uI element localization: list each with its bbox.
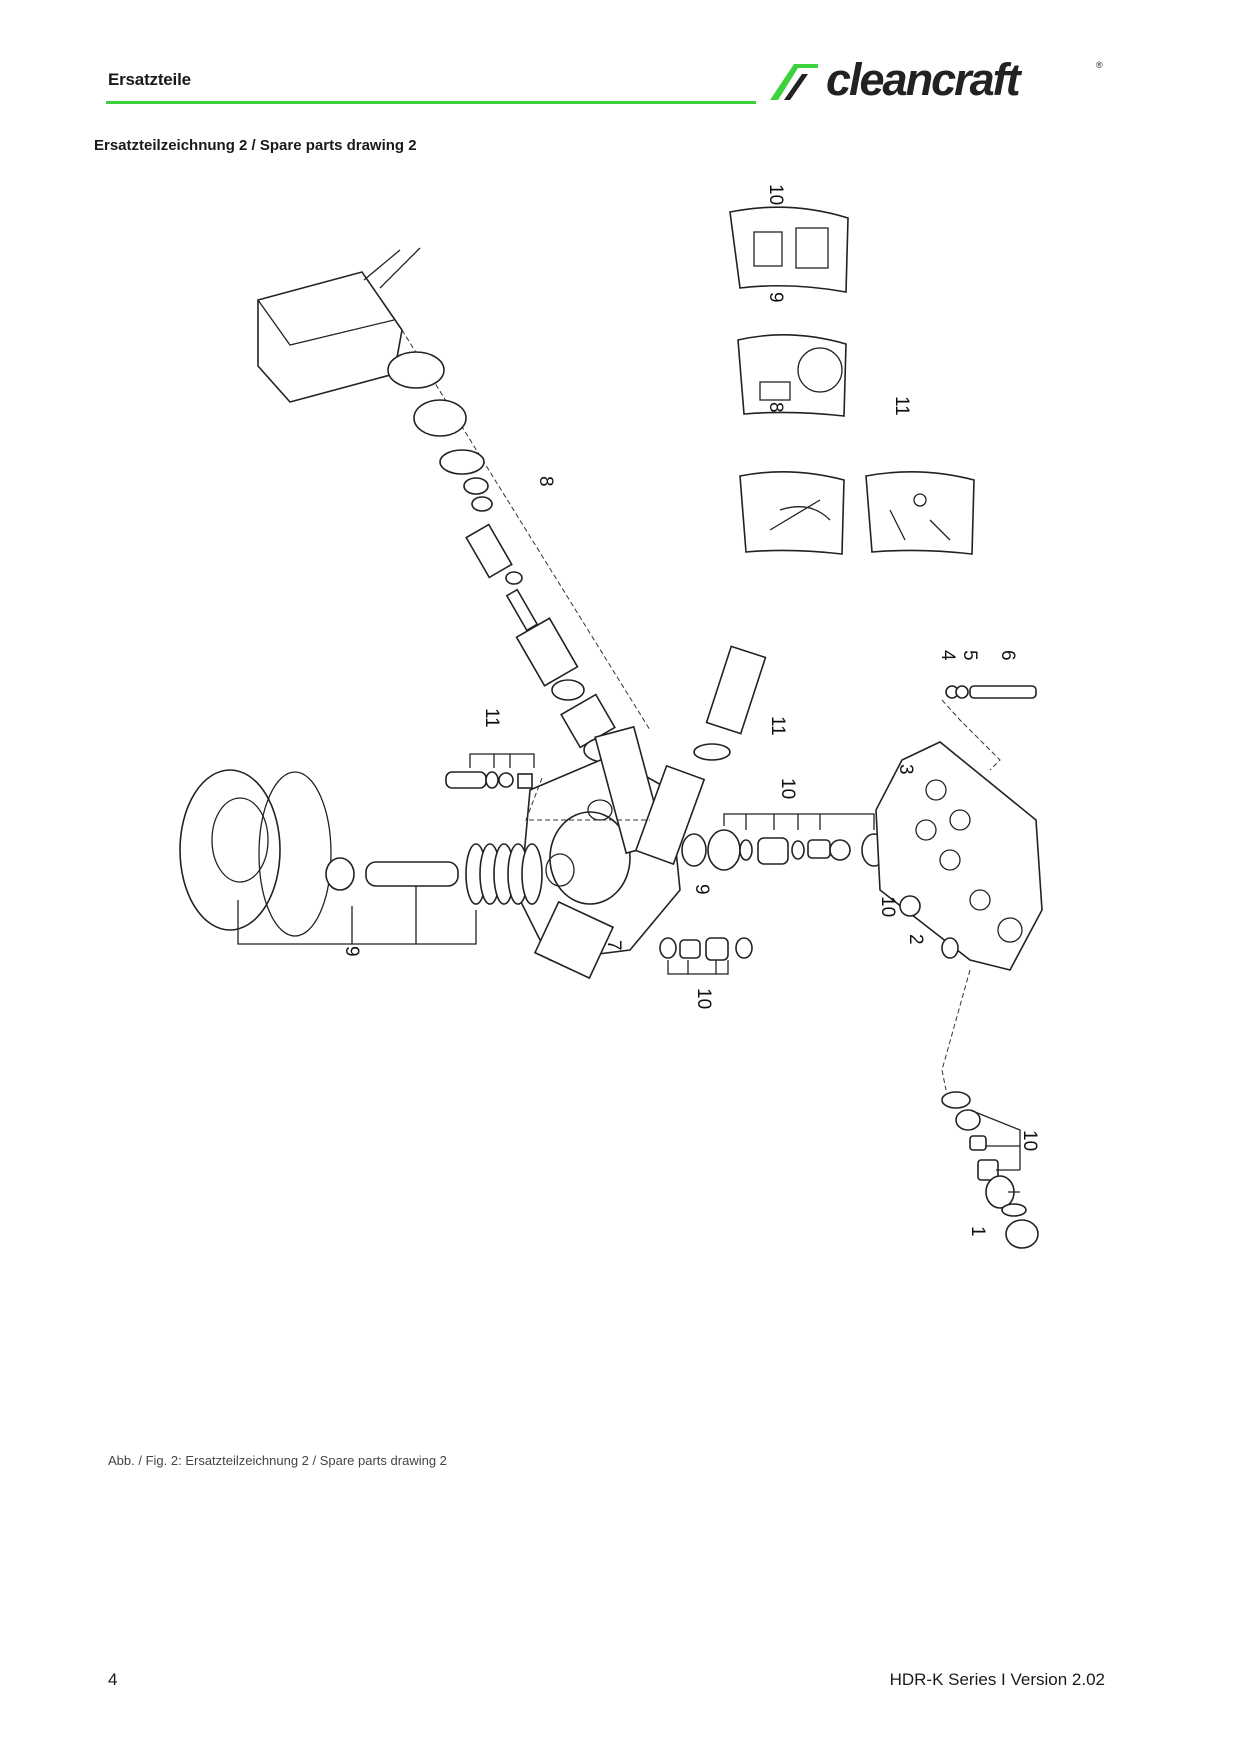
- logo-wordmark: cleancraft: [826, 54, 1021, 105]
- part-label-10-chain: 10: [777, 778, 798, 799]
- part-label-3: 3: [895, 764, 916, 775]
- diagonal-seal-stack: [387, 351, 625, 763]
- figure-caption: Abb. / Fig. 2: Ersatzteilzeichnung 2 / S…: [108, 1453, 447, 1468]
- part-label-9-kit: 9: [765, 292, 786, 303]
- part-label-10-head: 10: [877, 896, 898, 917]
- spare-parts-drawing: 10 9 8 11 8 4 5 6 11 11 10 3 9 7 9 10 10…: [179, 184, 1043, 1249]
- part-label-11-right: 11: [767, 716, 788, 736]
- document-version: HDR-K Series I Version 2.02: [889, 1670, 1105, 1689]
- part-label-11-kit: 11: [891, 396, 912, 416]
- part-label-10-kit: 10: [765, 184, 786, 205]
- pump-housing: [519, 725, 681, 980]
- cleancraft-logo: cleancraft ®: [768, 54, 1108, 106]
- top-fitting: [693, 645, 767, 761]
- logo-mark-icon: [770, 64, 818, 100]
- spring: [465, 843, 543, 905]
- pump-head-block: [875, 741, 1043, 971]
- logo-registered-mark: ®: [1096, 60, 1103, 70]
- part-label-2: 2: [905, 934, 926, 945]
- header-divider: [106, 101, 756, 104]
- part-label-8: 8: [535, 476, 556, 487]
- section-heading: Ersatzteilzeichnung 2 / Spare parts draw…: [94, 137, 417, 154]
- page-number: 4: [108, 1670, 118, 1689]
- lower-valve-parts: [659, 937, 753, 961]
- part-label-10-lower: 10: [693, 988, 714, 1009]
- kit-package-8: [739, 471, 845, 555]
- part-label-8-kit: 8: [765, 402, 786, 413]
- outlet-valve-stack: [941, 1091, 1039, 1249]
- part-label-1: 1: [967, 1226, 988, 1237]
- part-label-4: 4: [937, 650, 958, 661]
- part-label-9-seal: 9: [691, 884, 712, 895]
- part-label-10-outlet: 10: [1019, 1130, 1040, 1151]
- part-label-11-left: 11: [481, 708, 502, 728]
- housing-tube: [634, 764, 706, 866]
- part-label-6: 6: [997, 650, 1018, 661]
- part-label-9-pulley: 9: [341, 946, 362, 957]
- kit-package-11: [865, 471, 975, 555]
- kit-package-9: [737, 334, 847, 417]
- valve-parts-11: [445, 771, 533, 789]
- kit-package-10: [729, 206, 849, 293]
- header-title: Ersatzteile: [108, 70, 191, 89]
- pulley-assembly: [179, 769, 543, 937]
- part-label-7: 7: [603, 940, 624, 951]
- part-label-5: 5: [959, 650, 980, 661]
- bolt-set: [945, 685, 1037, 699]
- valve-chain: [681, 829, 887, 871]
